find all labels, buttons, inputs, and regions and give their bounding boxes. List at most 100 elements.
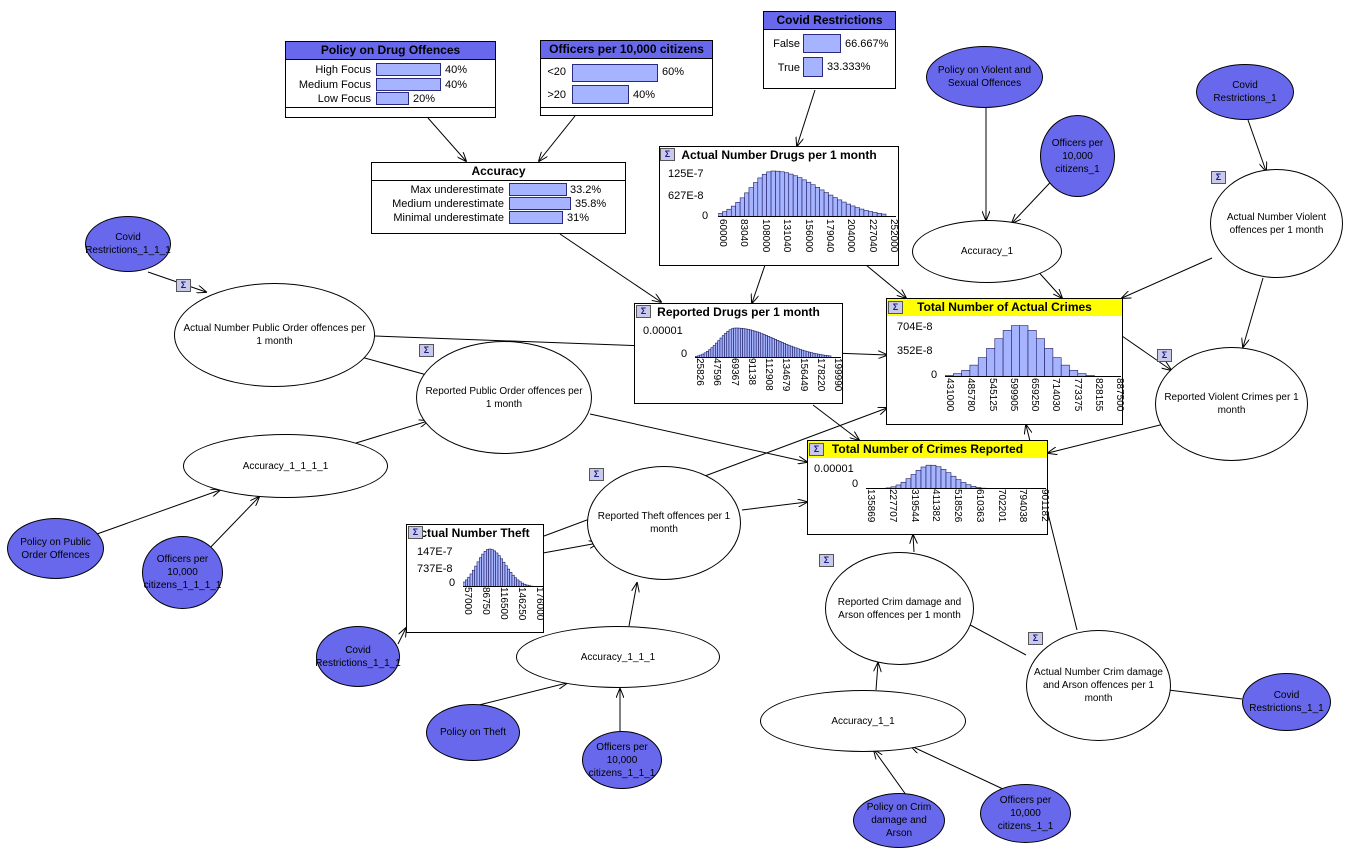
histogram-bar bbox=[740, 327, 743, 358]
sigma-icon[interactable]: Σ bbox=[176, 279, 191, 292]
x-tick: 57000 bbox=[462, 587, 473, 615]
edge-arrow bbox=[628, 583, 637, 627]
edge-arrow bbox=[559, 233, 661, 302]
x-tick: 176000 bbox=[534, 587, 545, 621]
histogram-bar bbox=[828, 194, 834, 217]
node-reported-theft[interactable]: Reported Theft offences per 1 month bbox=[587, 466, 741, 580]
node-label: Covid Restrictions_1 bbox=[1213, 80, 1277, 104]
node-covid-1-1-1[interactable]: Covid Restrictions_1_1_1 bbox=[85, 216, 171, 272]
chart-total-reported[interactable]: Total Number of Crimes Reported 0.00001 … bbox=[807, 440, 1050, 535]
node-accuracy-1[interactable]: Accuracy_1 bbox=[912, 220, 1062, 283]
histogram-bar bbox=[507, 568, 510, 587]
histogram-bar bbox=[719, 337, 723, 358]
state-label: Medium underestimate bbox=[392, 198, 504, 210]
histogram-bar bbox=[735, 327, 739, 358]
sigma-icon[interactable]: Σ bbox=[589, 468, 604, 481]
table-drug-policy[interactable]: Policy on Drug Offences High Focus 40% M… bbox=[285, 41, 496, 118]
histogram-bar bbox=[837, 199, 843, 217]
sigma-icon[interactable]: Σ bbox=[888, 301, 903, 314]
histogram-bar bbox=[730, 205, 736, 217]
sigma-icon[interactable]: Σ bbox=[809, 443, 824, 456]
histogram-bar bbox=[730, 328, 734, 358]
sigma-icon[interactable]: Σ bbox=[1211, 171, 1226, 184]
histogram-bar bbox=[910, 474, 917, 489]
histogram-bar bbox=[708, 349, 712, 358]
node-covid-1-1[interactable]: Covid Restrictions_1_1_1 bbox=[315, 626, 401, 687]
prob-value: 66.667% bbox=[845, 38, 889, 50]
node-officers-1-1[interactable]: Officers per 10,000 citizens_1_1 bbox=[980, 784, 1071, 843]
x-tick: 116500 bbox=[498, 587, 509, 620]
node-officers-1-1-1-1[interactable]: Officers per 10,000 citizens_1_1_1_1 bbox=[142, 536, 223, 609]
sigma-icon[interactable]: Σ bbox=[408, 526, 423, 539]
histogram bbox=[718, 170, 896, 217]
node-covid-1[interactable]: Covid Restrictions_1 bbox=[1196, 64, 1294, 120]
histogram-bar bbox=[779, 171, 785, 217]
sigma-icon[interactable]: Σ bbox=[1028, 632, 1043, 645]
histogram-bar bbox=[797, 177, 803, 217]
histogram-bar bbox=[726, 208, 732, 217]
x-tick: 156449 bbox=[797, 358, 809, 392]
chart-title: Total Number of Actual Crimes bbox=[887, 299, 1122, 316]
state-label: False bbox=[773, 38, 800, 50]
histogram-bar bbox=[761, 173, 767, 217]
x-tick: 828155 bbox=[1092, 378, 1104, 412]
histogram-bar bbox=[845, 203, 851, 217]
node-label: Accuracy_1 bbox=[960, 246, 1014, 257]
node-officers-1-1-1[interactable]: Officers per 10,000 citizens_1_1_1 bbox=[582, 731, 662, 789]
table-officers[interactable]: Officers per 10,000 citizens <20 60% >20… bbox=[540, 40, 713, 116]
chart-reported-drugs[interactable]: Reported Drugs per 1 month 0.00001 0 258… bbox=[634, 303, 843, 404]
node-reported-crim[interactable]: Reported Crim damage and Arson offences … bbox=[825, 552, 974, 665]
state-label: <20 bbox=[547, 66, 566, 78]
histogram-bar bbox=[495, 552, 499, 587]
node-reported-public-order[interactable]: Reported Public Order offences per 1 mon… bbox=[416, 341, 592, 454]
histogram-bar bbox=[500, 558, 503, 587]
chart-title: ctual Number Theft bbox=[407, 525, 543, 542]
histogram-bar bbox=[945, 472, 952, 489]
state-label: True bbox=[777, 62, 800, 74]
histogram-bar bbox=[769, 336, 773, 358]
node-reported-violent[interactable]: Reported Violent Crimes per 1 month bbox=[1155, 347, 1308, 461]
prob-value: 33.2% bbox=[570, 184, 602, 196]
table-covid[interactable]: Covid Restrictions False 66.667% True 33… bbox=[763, 11, 896, 89]
x-tick: 518526 bbox=[952, 489, 963, 523]
histogram-bar bbox=[850, 205, 856, 217]
sigma-icon[interactable]: Σ bbox=[419, 344, 434, 357]
histogram-bar bbox=[472, 569, 475, 587]
sigma-icon[interactable]: Σ bbox=[819, 554, 834, 567]
node-policy-public-order[interactable]: Policy on Public Order Offences bbox=[7, 518, 104, 579]
histogram-bar bbox=[721, 335, 725, 358]
table-accuracy[interactable]: Accuracy Max underestimate 33.2% Medium … bbox=[371, 162, 626, 234]
sigma-icon[interactable]: Σ bbox=[1157, 349, 1172, 362]
y-tick: 627E-8 bbox=[668, 190, 704, 202]
edge-arrow bbox=[427, 117, 466, 161]
node-accuracy-1-1-1-1[interactable]: Accuracy_1_1_1_1 bbox=[183, 434, 388, 498]
histogram-bar bbox=[784, 172, 790, 217]
edge-arrow bbox=[741, 502, 807, 511]
x-tick: 227040 bbox=[866, 219, 878, 253]
histogram-bar bbox=[1027, 330, 1037, 377]
histogram-bar bbox=[920, 466, 927, 489]
node-covid-1-x[interactable]: Covid Restrictions_1_1 bbox=[1242, 673, 1331, 731]
node-officers-1[interactable]: Officers per 10,000 citizens_1 bbox=[1040, 115, 1115, 197]
chart-actual-drugs[interactable]: Actual Number Drugs per 1 month 125E-7 6… bbox=[659, 146, 899, 266]
node-accuracy-1-1[interactable]: Accuracy_1_1 bbox=[760, 690, 966, 752]
edge-arrow bbox=[1160, 689, 1243, 700]
node-actual-violent[interactable]: Actual Number Violent offences per 1 mon… bbox=[1210, 169, 1343, 278]
x-tick: 112908 bbox=[763, 358, 774, 391]
histogram-bar bbox=[969, 364, 979, 377]
chart-total-actual[interactable]: Total Number of Actual Crimes 704E-8 352… bbox=[886, 298, 1125, 425]
node-accuracy-1-1-1[interactable]: Accuracy_1_1_1 bbox=[516, 626, 720, 688]
state-label: High Focus bbox=[315, 64, 371, 76]
edge-arrow bbox=[1121, 335, 1171, 370]
sigma-icon[interactable]: Σ bbox=[636, 305, 651, 318]
node-actual-public-order[interactable]: Actual Number Public Order offences per … bbox=[174, 283, 375, 387]
prob-bar bbox=[509, 183, 567, 196]
histogram-bar bbox=[771, 337, 775, 358]
node-actual-crim[interactable]: Actual Number Crim damage and Arson offe… bbox=[1026, 630, 1171, 741]
histogram-bar bbox=[930, 464, 937, 489]
node-policy-crim[interactable]: Policy on Crim damage and Arson bbox=[853, 793, 945, 848]
chart-actual-theft[interactable]: ctual Number Theft 147E-7 737E-8 0 57000… bbox=[406, 524, 545, 633]
node-policy-violent[interactable]: Policy on Violent and Sexual Offences bbox=[926, 46, 1043, 108]
sigma-icon[interactable]: Σ bbox=[660, 148, 675, 161]
node-policy-theft[interactable]: Policy on Theft bbox=[426, 704, 520, 761]
